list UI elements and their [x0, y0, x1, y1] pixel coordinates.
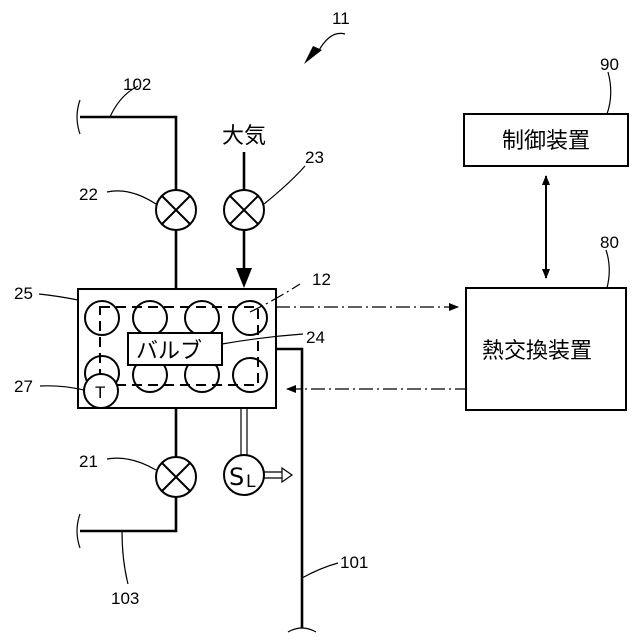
- pipe-101-leader: [302, 563, 338, 578]
- control-device-text: 制御装置: [502, 129, 590, 154]
- chamber-25-label: 25: [14, 284, 33, 303]
- sl-sensor-output-lines: [264, 472, 282, 478]
- atmosphere-inlet: 大気: [222, 124, 266, 190]
- heat-exchanger-leader: [606, 250, 609, 288]
- valve-22-leader: [107, 191, 156, 204]
- chamber-25: 25 バルブ T: [14, 284, 276, 408]
- control-device-leader: [607, 72, 611, 114]
- bulb-label: 24: [306, 328, 325, 347]
- temp-sensor-label: 27: [14, 377, 33, 396]
- sl-sensor: S L: [224, 408, 292, 495]
- pipe-103-leader: [122, 531, 128, 584]
- heat-exchanger-text: 熱交換装置: [482, 339, 592, 364]
- valve-22-cross: [162, 196, 190, 224]
- pipe-101: 101: [276, 349, 368, 632]
- sl-sensor-text-s: S: [229, 463, 244, 491]
- pipe-103-break: [77, 514, 80, 548]
- pipe-101-label: 101: [340, 553, 368, 572]
- pipe-103-line: [80, 497, 176, 531]
- pipe-102-label: 102: [123, 75, 151, 94]
- valve-22: 22: [79, 185, 196, 230]
- pipe-103: 103: [77, 497, 176, 608]
- control-device-label: 90: [600, 55, 619, 74]
- valve-21-leader: [107, 458, 156, 470]
- pipe-102: 102: [77, 75, 176, 190]
- valve-23: 23: [224, 148, 324, 230]
- heat-exchanger-label: 80: [600, 233, 619, 252]
- pipe-101-break: [288, 628, 316, 632]
- temperature-sensor-text: T: [95, 383, 105, 402]
- valve-21-label: 21: [79, 452, 98, 471]
- valve-21: 21: [79, 452, 196, 497]
- system-reference: 11: [304, 9, 350, 64]
- valve-23-leader: [264, 166, 305, 204]
- atmosphere-label: 大気: [222, 124, 266, 149]
- system-ref-leader: [318, 33, 345, 52]
- bulb-leader: [222, 334, 303, 344]
- valve-21-cross: [162, 463, 190, 491]
- sl-sensor-text-l: L: [246, 472, 256, 492]
- pipe-102-break: [77, 100, 80, 134]
- pipe-101-line: [276, 349, 302, 628]
- bulb-label-text: バルブ: [136, 339, 202, 364]
- bulb-group-label: 12: [312, 270, 331, 289]
- atmosphere-flow-arrow: [236, 268, 252, 288]
- pipe-103-label: 103: [111, 589, 139, 608]
- valve-23-label: 23: [305, 148, 324, 167]
- chamber-25-leader: [39, 294, 78, 300]
- bulb: [233, 358, 267, 392]
- valve-22-label: 22: [79, 185, 98, 204]
- valve-23-cross: [230, 196, 258, 224]
- system-ref-label: 11: [332, 9, 350, 28]
- pipe-102-line: [80, 117, 176, 190]
- control-device-90: 制御装置 90: [464, 55, 628, 166]
- sl-sensor-output-arrow: [282, 468, 292, 482]
- sl-sensor-connector: [241, 408, 247, 456]
